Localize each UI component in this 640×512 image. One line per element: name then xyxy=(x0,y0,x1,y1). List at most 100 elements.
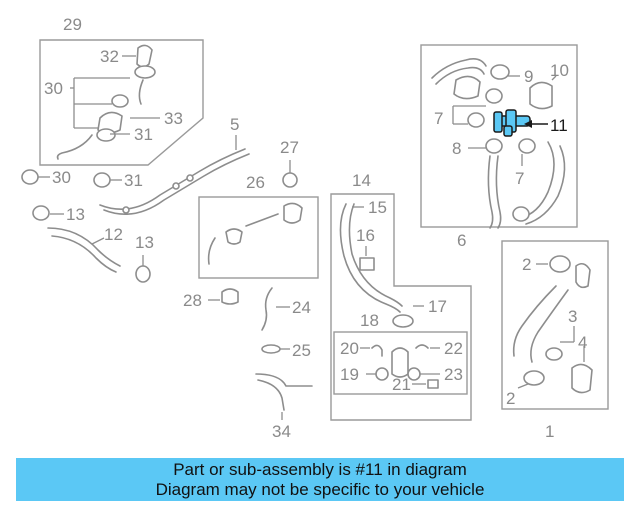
hose-part xyxy=(56,134,93,160)
callout-13b[interactable]: 13 xyxy=(135,233,154,252)
callout-31-loose[interactable]: 31 xyxy=(124,171,143,190)
hose-part-15-outline xyxy=(348,203,403,307)
callout-3[interactable]: 3 xyxy=(568,307,577,326)
callout-27[interactable]: 27 xyxy=(280,138,299,157)
callout-25[interactable]: 25 xyxy=(292,341,311,360)
coolant-pipe-5 xyxy=(99,148,246,211)
clip-part-22 xyxy=(415,344,429,349)
valve-part xyxy=(283,202,303,224)
callout-19[interactable]: 19 xyxy=(340,365,359,384)
callout-12[interactable]: 12 xyxy=(104,225,123,244)
callout-31[interactable]: 31 xyxy=(134,125,153,144)
pipe-part-34 xyxy=(255,373,313,387)
clamp-part-13 xyxy=(32,205,50,221)
radiator-hose-12-outline xyxy=(51,235,117,273)
sensor-part-16 xyxy=(359,257,375,271)
callout-18[interactable]: 18 xyxy=(360,311,379,330)
radiator-hose-12 xyxy=(47,227,121,267)
callout-26[interactable]: 26 xyxy=(246,173,265,192)
callout-10[interactable]: 10 xyxy=(550,61,569,80)
callout-9[interactable]: 9 xyxy=(524,67,533,86)
clamp-part-30 xyxy=(21,169,39,185)
pipe-5: 5 xyxy=(99,115,250,216)
pipe-part-34b xyxy=(257,379,285,411)
clamp-part-7 xyxy=(485,88,503,104)
highlighted-part-11[interactable] xyxy=(493,109,531,137)
clamp-part-7b xyxy=(467,112,485,128)
flange-part-10 xyxy=(529,81,553,110)
pipe-part xyxy=(487,155,494,229)
group-box-14: 14 15 16 17 18 20 22 19 23 21 xyxy=(330,171,472,421)
callout-21[interactable]: 21 xyxy=(392,375,411,394)
clamp-part-31 xyxy=(93,172,111,188)
callout-22[interactable]: 22 xyxy=(444,339,463,358)
group-box-1: 1 2 3 4 2 xyxy=(501,240,609,441)
hose-part-3-outline xyxy=(530,289,569,363)
callout-14[interactable]: 14 xyxy=(352,171,371,190)
callout-13[interactable]: 13 xyxy=(66,205,85,224)
thermostat-housing xyxy=(391,347,409,378)
group-box-6: 6 9 10 7 8 7 11 xyxy=(420,44,578,250)
callout-30-loose[interactable]: 30 xyxy=(52,168,71,187)
hose-part xyxy=(207,237,216,265)
callout-28[interactable]: 28 xyxy=(183,291,202,310)
small-hose-part xyxy=(138,79,144,105)
clamp-part-7c xyxy=(518,138,536,154)
clamp-part-9 xyxy=(490,64,510,80)
banner-line-1: Part or sub-assembly is #11 in diagram xyxy=(173,459,467,479)
hose-connector-32 xyxy=(136,44,153,68)
callout-16[interactable]: 16 xyxy=(356,226,375,245)
info-banner: Part or sub-assembly is #11 in diagram D… xyxy=(16,458,624,501)
callout-24[interactable]: 24 xyxy=(292,298,311,317)
callout-7b[interactable]: 7 xyxy=(515,169,524,188)
cap-part-17 xyxy=(392,314,414,328)
callout-23[interactable]: 23 xyxy=(444,365,463,384)
clamp-part xyxy=(545,347,563,361)
coolant-pipe-5-outline xyxy=(103,153,250,216)
callout-17[interactable]: 17 xyxy=(428,297,447,316)
bracket-part-28 xyxy=(221,288,239,305)
callout-8[interactable]: 8 xyxy=(452,139,461,158)
connector-part xyxy=(225,228,243,245)
callout-32[interactable]: 32 xyxy=(100,47,119,66)
callout-1[interactable]: 1 xyxy=(545,422,554,441)
clamp-part xyxy=(575,262,591,289)
hose-part-3 xyxy=(512,285,557,357)
loose-parts-30-31: 30 31 xyxy=(21,168,143,190)
callout-33[interactable]: 33 xyxy=(164,109,183,128)
callout-20[interactable]: 20 xyxy=(340,339,359,358)
clamp-part-13b xyxy=(135,265,151,283)
callout-2[interactable]: 2 xyxy=(522,255,531,274)
callout-34[interactable]: 34 xyxy=(272,422,291,441)
callout-4[interactable]: 4 xyxy=(578,333,587,352)
fitting-part-4 xyxy=(571,363,593,394)
group-box-29: 29 32 30 33 31 xyxy=(39,15,204,166)
callout-11[interactable]: 11 xyxy=(550,116,568,135)
clamp-part xyxy=(512,206,530,222)
hose-part xyxy=(431,58,487,79)
callout-6[interactable]: 6 xyxy=(457,231,466,250)
clamp-part xyxy=(96,128,116,142)
callout-2b[interactable]: 2 xyxy=(506,389,515,408)
hose-part-24 xyxy=(261,287,273,331)
bolt-part-21 xyxy=(427,379,439,389)
callout-30[interactable]: 30 xyxy=(44,79,63,98)
oring-part-19 xyxy=(375,367,389,381)
callout-7[interactable]: 7 xyxy=(434,109,443,128)
hose-part-15 xyxy=(339,203,401,313)
callout-29[interactable]: 29 xyxy=(63,15,82,34)
banner-line-2: Diagram may not be specific to your vehi… xyxy=(155,479,485,499)
clamp-part xyxy=(111,94,129,108)
hose-elbow-part xyxy=(453,75,481,100)
callout-5[interactable]: 5 xyxy=(230,115,239,134)
group-box-26: 26 27 xyxy=(198,138,319,279)
lower-small-parts: 28 24 25 34 xyxy=(183,287,313,441)
callout-15[interactable]: 15 xyxy=(368,198,387,217)
clamp-part xyxy=(134,65,156,79)
hose-part-20 xyxy=(371,344,383,357)
clamp-part-27 xyxy=(282,172,298,188)
hose-part-outline xyxy=(525,145,566,225)
clamp-part-2b xyxy=(523,370,545,386)
parts-diagram: 29 32 30 33 31 30 31 xyxy=(21,15,609,441)
pipe-part-outline xyxy=(495,155,502,229)
